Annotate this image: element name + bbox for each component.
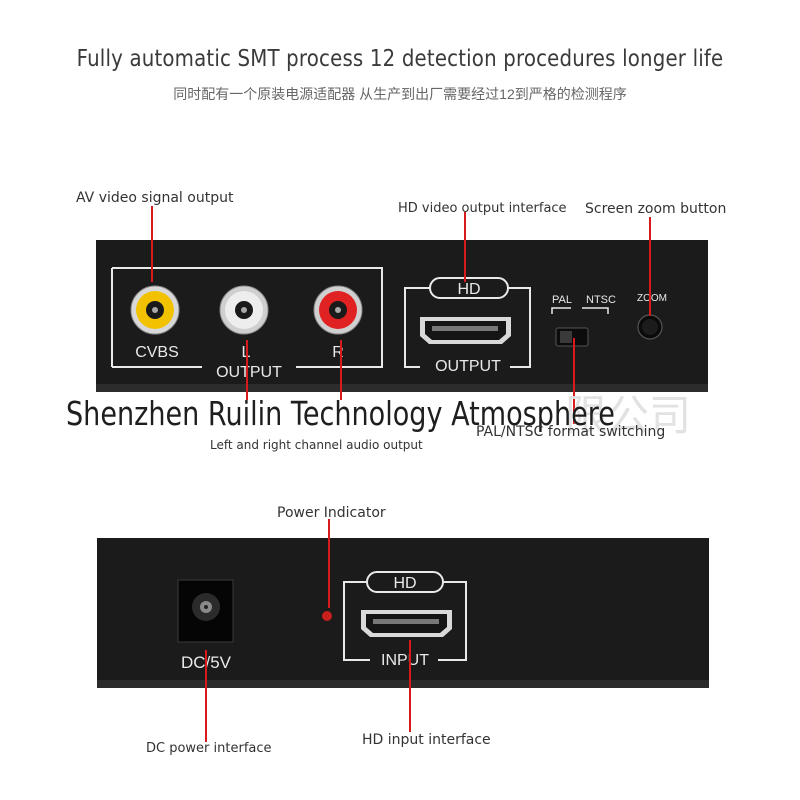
rca-output-label: OUTPUT	[216, 364, 282, 381]
hd-output-badge-label: HD	[457, 281, 480, 298]
cvbs-port	[130, 285, 180, 335]
hd-output-interface-label: HD video output interface	[398, 201, 567, 216]
right-label: R	[332, 344, 344, 361]
ntsc-label: NTSC	[586, 294, 616, 306]
front-panel: CVBS L R OUTPUT HD OUTPUT PAL NTSC ZOOM	[96, 240, 708, 392]
back-pointers	[205, 519, 411, 742]
cvbs-label: CVBS	[135, 344, 179, 361]
hdmi-input-port	[361, 610, 452, 637]
pal-label: PAL	[552, 294, 572, 306]
audio-right-port	[313, 285, 363, 335]
hd-output-label: OUTPUT	[435, 358, 501, 375]
zoom-label: ZOOM	[637, 293, 667, 304]
zoom-button[interactable]	[637, 314, 663, 340]
hd-input-label: INPUT	[381, 652, 429, 669]
audio-left-port	[219, 285, 269, 335]
dc-jack	[177, 579, 234, 643]
pal-ntsc-switch[interactable]	[555, 327, 589, 347]
front-pointers	[151, 206, 651, 424]
dc-power-label: DC power interface	[146, 741, 272, 756]
front-panel-shadow	[96, 384, 708, 392]
hd-input-frame	[343, 581, 467, 661]
page-title: Fully automatic SMT process 12 detection…	[76, 46, 724, 72]
ghost-watermark: 限公司	[565, 392, 692, 439]
switch-bracket	[551, 307, 609, 314]
audio-output-label: Left and right channel audio output	[210, 438, 423, 452]
back-panel: DC/5V HD INPUT	[97, 538, 709, 688]
hd-input-badge	[366, 571, 444, 593]
av-output-label: AV video signal output	[76, 190, 234, 206]
page-subtitle: 同时配有一个原装电源适配器 从生产到出厂需要经过12到严格的检测程序	[173, 86, 627, 102]
front-panel-body	[96, 240, 708, 384]
hd-input-badge-label: HD	[393, 575, 416, 592]
power-indicator-label: Power Indicator	[277, 505, 386, 521]
hd-badge	[429, 277, 509, 299]
pal-ntsc-label: PAL/NTSC format switching	[476, 424, 666, 440]
hdmi-output-port	[420, 317, 511, 344]
zoom-button-label: Screen zoom button	[585, 201, 727, 217]
power-led	[322, 611, 332, 621]
hd-input-interface-label: HD input interface	[362, 732, 491, 748]
rca-group-frame	[112, 267, 383, 368]
watermark-text: Shenzhen Ruilin Technology Atmosphere	[66, 394, 615, 433]
hd-output-frame	[404, 287, 531, 368]
